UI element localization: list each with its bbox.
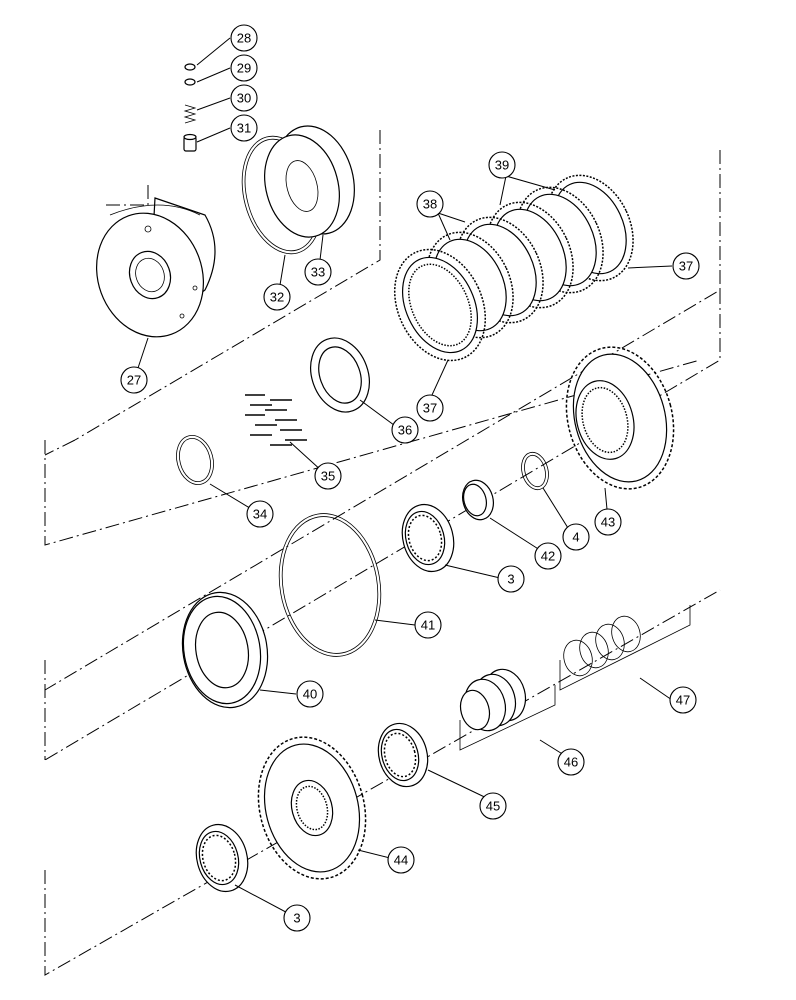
part-27-housing bbox=[95, 197, 216, 338]
callout-label-32: 32 bbox=[270, 290, 284, 305]
callout-label-35: 35 bbox=[321, 469, 335, 484]
callout-29: 29 bbox=[230, 54, 258, 82]
callout-45: 45 bbox=[479, 792, 507, 820]
callout-label-44: 44 bbox=[394, 853, 408, 868]
callout-39: 39 bbox=[488, 151, 516, 179]
assembly-boundary-lines bbox=[44, 130, 721, 976]
callout-40: 40 bbox=[296, 680, 324, 708]
part-47-seal-rings bbox=[559, 605, 691, 691]
callout-41: 41 bbox=[414, 611, 442, 639]
callout-27: 27 bbox=[120, 366, 148, 394]
callout-38: 38 bbox=[416, 190, 444, 218]
callout-4: 4 bbox=[562, 523, 590, 551]
part-3-bearing-lower bbox=[195, 823, 249, 893]
part-42-bushing bbox=[462, 479, 494, 521]
part-35-springs bbox=[245, 394, 307, 446]
callout-label-40: 40 bbox=[303, 687, 317, 702]
clutch-disc-pack bbox=[393, 174, 634, 362]
part-33-piston bbox=[264, 125, 355, 238]
callout-3-upper: 3 bbox=[497, 565, 525, 593]
part-45-bearing bbox=[377, 722, 429, 788]
callout-label-46: 46 bbox=[564, 755, 578, 770]
callout-label-47: 47 bbox=[676, 693, 690, 708]
callout-33: 33 bbox=[304, 258, 332, 286]
callout-label-37-upper: 37 bbox=[679, 259, 693, 274]
callout-label-41: 41 bbox=[421, 618, 435, 633]
callout-label-28: 28 bbox=[237, 31, 251, 46]
callout-label-29: 29 bbox=[237, 61, 251, 76]
callout-label-39: 39 bbox=[495, 158, 509, 173]
part-3-bearing-upper bbox=[401, 503, 455, 573]
callout-43: 43 bbox=[594, 508, 622, 536]
part-44-gear bbox=[257, 736, 367, 880]
callout-28: 28 bbox=[230, 24, 258, 52]
part-40-plate bbox=[181, 591, 269, 709]
callout-47: 47 bbox=[669, 686, 697, 714]
callout-label-34: 34 bbox=[253, 507, 267, 522]
callout-label-36: 36 bbox=[398, 423, 412, 438]
callout-label-33: 33 bbox=[311, 265, 325, 280]
callout-31: 31 bbox=[230, 114, 258, 142]
callout-label-27: 27 bbox=[127, 373, 141, 388]
callout-42: 42 bbox=[534, 542, 562, 570]
part-46-seals bbox=[459, 668, 556, 751]
part-4-ring bbox=[521, 451, 549, 491]
part-28-ring bbox=[184, 63, 196, 71]
callout-37-lower: 37 bbox=[416, 394, 444, 422]
part-30-spring bbox=[183, 104, 197, 124]
callout-3-lower: 3 bbox=[283, 904, 311, 932]
callout-36: 36 bbox=[391, 416, 419, 444]
part-31-pin bbox=[183, 133, 197, 152]
callout-label-30: 30 bbox=[237, 91, 251, 106]
callout-label-42: 42 bbox=[541, 549, 555, 564]
part-36-plate bbox=[310, 337, 370, 413]
callout-label-4: 4 bbox=[572, 530, 579, 545]
callout-label-3-upper: 3 bbox=[507, 572, 514, 587]
callout-label-37-lower: 37 bbox=[423, 401, 437, 416]
callout-30: 30 bbox=[230, 84, 258, 112]
callout-44: 44 bbox=[387, 846, 415, 874]
part-34-snap-ring bbox=[176, 435, 214, 485]
callout-32: 32 bbox=[263, 283, 291, 311]
callout-label-31: 31 bbox=[237, 121, 251, 136]
part-41-snap-ring bbox=[278, 513, 382, 657]
part-43-gear bbox=[565, 346, 675, 490]
callout-label-43: 43 bbox=[601, 515, 615, 530]
callout-46: 46 bbox=[557, 748, 585, 776]
callout-label-45: 45 bbox=[486, 799, 500, 814]
callout-label-38: 38 bbox=[423, 197, 437, 212]
callout-label-3-lower: 3 bbox=[293, 911, 300, 926]
callout-35: 35 bbox=[314, 462, 342, 490]
callout-34: 34 bbox=[246, 500, 274, 528]
part-29-washer bbox=[184, 78, 196, 86]
callout-37-upper: 37 bbox=[672, 252, 700, 280]
